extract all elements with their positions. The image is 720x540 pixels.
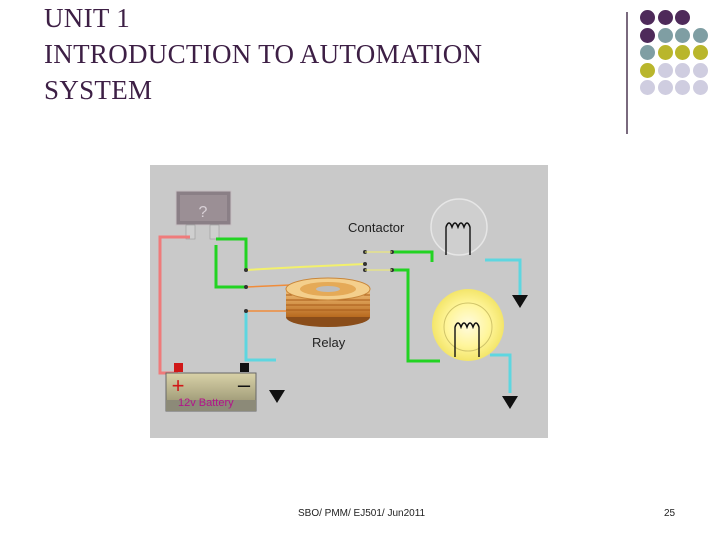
decorative-dot (675, 27, 690, 43)
contactor-switch (244, 250, 394, 313)
decorative-dot (640, 45, 655, 60)
fuse-icon: ? (175, 190, 232, 240)
decorative-dot (640, 27, 655, 43)
battery-icon (165, 363, 257, 412)
wire-orange (245, 284, 291, 288)
footer-text: SBO/ PMM/ EJ501/ Jun2011 (298, 508, 426, 519)
fuse-mark: ? (199, 204, 208, 221)
slide-title: UNIT 1 INTRODUCTION TO AUTOMATION SYSTEM (44, 0, 604, 108)
decorative-dot (640, 80, 655, 95)
decorative-dot (692, 27, 708, 43)
decorative-dot (675, 45, 690, 60)
decorative-dot (657, 45, 673, 60)
relay-coil-icon (285, 277, 371, 327)
decorative-dot-grid (640, 10, 720, 120)
battery-minus-sign: – (238, 372, 251, 397)
decorative-dot (640, 62, 655, 78)
wire-green-fuse (216, 237, 248, 270)
decorative-dot (692, 62, 708, 78)
decorative-dot (675, 10, 690, 25)
wire-green-relay (214, 245, 246, 289)
decorative-dot (657, 80, 673, 95)
decorative-dot (692, 45, 708, 60)
decorative-dot (640, 10, 655, 25)
wire-green-lamp2 (392, 268, 440, 363)
ground-arrow-icon (512, 295, 528, 308)
ground-arrow-icon (269, 390, 285, 403)
wire-yellow (245, 263, 366, 271)
battery-label: 12v Battery (178, 397, 234, 409)
decorative-dot (657, 62, 673, 78)
lamp-on-icon (432, 289, 504, 361)
wire-cyan-lamp1 (485, 258, 522, 295)
decorative-dot (692, 80, 708, 95)
circuit-svg: ? Contactor (150, 165, 548, 438)
decorative-divider (626, 12, 628, 134)
contactor-label: Contactor (348, 220, 405, 235)
decorative-dot (657, 10, 673, 25)
wire-cyan-coil (244, 311, 276, 362)
title-line-2: INTRODUCTION TO AUTOMATION (44, 39, 483, 69)
page-number: 25 (664, 508, 676, 519)
title-line-1: UNIT 1 (44, 3, 131, 33)
wire-cyan-lamp2 (490, 353, 512, 393)
decorative-dot (657, 27, 673, 43)
decorative-dot (675, 80, 690, 95)
battery-plus-sign: + (172, 373, 185, 398)
decorative-dot (675, 62, 690, 78)
lamp-off-icon (430, 198, 488, 256)
title-line-3: SYSTEM (44, 75, 153, 105)
relay-label: Relay (312, 335, 346, 350)
ground-arrow-icon (502, 396, 518, 409)
wire-green-lamp1 (392, 250, 434, 262)
relay-circuit-diagram: ? Contactor (150, 165, 548, 438)
